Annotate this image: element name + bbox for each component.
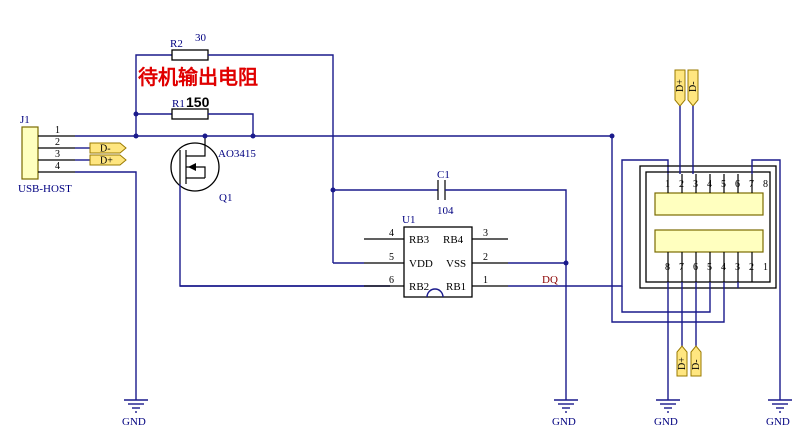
u1-pin3-num: 3	[483, 228, 488, 239]
socket-bottom-d-minus-port: D-	[690, 282, 702, 377]
wire-dq	[508, 159, 669, 287]
socket-top-pin-3: 3	[693, 179, 698, 190]
j1-pin-1: 1	[55, 125, 60, 136]
socket-bottom-pin-2: 2	[749, 262, 754, 273]
gnd-symbol-u1: GND	[552, 399, 578, 428]
u1-pin5-num: 5	[389, 252, 394, 263]
j1-d-minus-label: D-	[100, 144, 111, 155]
gnd-label-socket: GND	[654, 416, 678, 428]
socket-bottom-pin-8: 8	[665, 262, 670, 273]
junction-c1-left	[330, 187, 336, 193]
gnd-symbol-socket: GND	[654, 399, 680, 428]
socket-top-d-plus-label: D+	[675, 79, 686, 92]
gnd-label-j1: GND	[122, 416, 146, 428]
u1-rb2-label: RB2	[409, 281, 429, 293]
junction-r1-left	[133, 111, 139, 117]
j1-connector: J1 USB-HOST 1 2 3 4	[18, 114, 75, 195]
socket-top-d-minus-label: D-	[688, 81, 699, 92]
q1-mosfet: AO3415 Q1	[170, 136, 390, 287]
u1-ref: U1	[402, 214, 415, 226]
wire-socket-pin8-gnd	[751, 159, 781, 400]
q1-ref: Q1	[219, 192, 232, 204]
gnd-symbol-j1: GND	[122, 399, 148, 428]
j1-ref: J1	[20, 114, 30, 126]
socket-top-pin-1: 1	[665, 179, 670, 190]
j1-pin-4: 4	[55, 161, 60, 172]
u1-pin6-num: 6	[389, 275, 394, 286]
socket-bottom-d-minus-label: D-	[691, 359, 702, 370]
r1-value: 150	[186, 94, 210, 110]
u1-vdd-label: VDD	[409, 258, 433, 270]
r1-ref: R1	[172, 98, 185, 110]
u1-ic: U1 4 5 6 3 2 1 RB3 VDD RB2 RB4 VSS RB1	[364, 214, 508, 298]
r2-resistor: R2 30	[135, 32, 334, 263]
socket-module	[639, 165, 777, 289]
u1-pin1-num: 1	[483, 275, 488, 286]
j1-d-plus-label: D+	[100, 156, 113, 167]
socket-bottom-d-plus-port: D+	[676, 282, 688, 377]
socket-bottom-pin-7: 7	[679, 262, 684, 273]
j1-d-plus-port: D+	[75, 154, 127, 167]
socket-bottom-pins: 8 7 6 5 4 3 2 1	[665, 252, 768, 282]
r1-resistor: R1 150	[136, 94, 254, 136]
j1-pin-3: 3	[55, 149, 60, 160]
u1-vss-label: VSS	[446, 258, 466, 270]
gnd-label-right: GND	[766, 416, 790, 428]
socket-top-pin-2: 2	[679, 179, 684, 190]
r2-value: 30	[195, 32, 207, 44]
dq-net-label: DQ	[542, 274, 558, 286]
socket-bottom-pin-4: 4	[721, 262, 726, 273]
q1-value: AO3415	[218, 148, 256, 160]
j1-value: USB-HOST	[18, 183, 72, 195]
junction-q1-source	[202, 133, 208, 139]
c1-capacitor: C1 104	[333, 169, 567, 263]
gnd-label-u1: GND	[552, 416, 576, 428]
standby-resistor-note: 待机输出电阻	[138, 65, 258, 89]
r2-ref: R2	[170, 38, 183, 50]
socket-bottom-d-plus-label: D+	[677, 357, 688, 370]
socket-top-pins: 1 2 3 4 5 6 7 8	[665, 174, 768, 193]
wire-j1-gnd	[75, 171, 137, 400]
j1-d-minus-port: D-	[75, 142, 127, 155]
wire-socket-pin4	[621, 282, 711, 313]
u1-rb4-label: RB4	[443, 234, 464, 246]
socket-bottom-pin-5: 5	[707, 262, 712, 273]
j1-pin-2: 2	[55, 137, 60, 148]
socket-bottom-pin-6: 6	[693, 262, 698, 273]
u1-pin4-num: 4	[389, 228, 394, 239]
gnd-symbol-right: GND	[766, 399, 792, 428]
socket-top-pin-7: 7	[749, 179, 754, 190]
u1-rb3-label: RB3	[409, 234, 430, 246]
c1-value: 104	[437, 205, 454, 217]
socket-bottom-pin-1: 1	[763, 262, 768, 273]
socket-top-d-minus-port: D-	[687, 69, 699, 174]
u1-pin2-num: 2	[483, 252, 488, 263]
socket-top-pin-6: 6	[735, 179, 740, 190]
socket-top-pin-8: 8	[763, 179, 768, 190]
socket-top-pin-4: 4	[707, 179, 712, 190]
junction-r1-right	[250, 133, 256, 139]
socket-top-pin-5: 5	[721, 179, 726, 190]
socket-top-d-plus-port: D+	[674, 69, 686, 174]
c1-ref: C1	[437, 169, 450, 181]
junction-rail-left	[133, 133, 139, 139]
u1-rb1-label: RB1	[446, 281, 466, 293]
socket-bottom-pin-3: 3	[735, 262, 740, 273]
